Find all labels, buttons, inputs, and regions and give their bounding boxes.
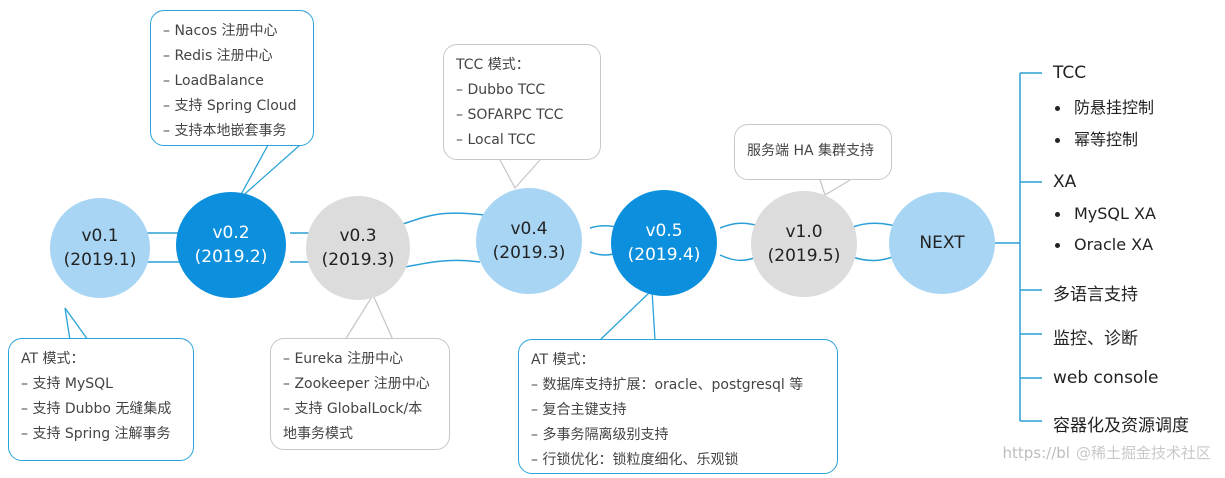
pointer-v05 bbox=[599, 288, 656, 341]
node-v0-2-version: v0.2 bbox=[212, 223, 250, 243]
callout-v0-1-line: – 支持 Spring 注解事务 bbox=[21, 426, 171, 442]
next-xa-item: MySQL XA bbox=[1055, 204, 1156, 223]
next-list-bracket bbox=[1019, 72, 1042, 422]
callout-v0-1: AT 模式： – 支持 MySQL – 支持 Dubbo 无缝集成 – 支持 S… bbox=[8, 338, 194, 461]
pointer-v01 bbox=[64, 307, 89, 341]
callout-v0-3-line: – Eureka 注册中心 bbox=[283, 351, 404, 367]
watermark: https://bl @稀土掘金技术社区 bbox=[1003, 442, 1211, 463]
node-v0-4-date: (2019.3) bbox=[492, 243, 566, 263]
node-v0-3-date: (2019.3) bbox=[321, 250, 395, 270]
node-v1-0-date: (2019.5) bbox=[767, 246, 841, 266]
callout-v0-5-line: – 数据库支持扩展：oracle、postgresql 等 bbox=[531, 377, 804, 393]
node-v0-3: v0.3 (2019.3) bbox=[306, 196, 410, 300]
connector-v03-v04-bottom bbox=[399, 259, 481, 269]
node-v0-4-version: v0.4 bbox=[510, 219, 548, 239]
next-tcc-item-label: 幂等控制 bbox=[1074, 130, 1139, 149]
node-v0-1: v0.1 (2019.1) bbox=[50, 198, 150, 298]
next-web-console: web console bbox=[1053, 368, 1159, 388]
callout-v0-5-line: – 复合主键支持 bbox=[531, 402, 627, 418]
callout-v0-4-line: TCC 模式： bbox=[456, 57, 530, 73]
node-next: NEXT bbox=[889, 192, 995, 294]
next-tcc-item: 幂等控制 bbox=[1055, 126, 1138, 150]
next-monitoring: 监控、诊断 bbox=[1053, 329, 1138, 349]
callout-v0-1-line: AT 模式： bbox=[21, 351, 85, 367]
next-tcc-item: 防悬挂控制 bbox=[1055, 94, 1154, 118]
callout-v0-5-line: – 行锁优化：锁粒度细化、乐观锁 bbox=[531, 452, 739, 468]
pointer-v02 bbox=[237, 144, 301, 201]
callout-v0-2: – Nacos 注册中心 – Redis 注册中心 – LoadBalance … bbox=[150, 10, 314, 146]
node-v1-0: v1.0 (2019.5) bbox=[751, 191, 857, 297]
callout-v0-5-line: – 多事务隔离级别支持 bbox=[531, 427, 669, 443]
watermark-brand: @稀土掘金技术社区 bbox=[1075, 444, 1211, 462]
pointer-v03 bbox=[344, 293, 394, 341]
next-multi-language: 多语言支持 bbox=[1053, 285, 1138, 305]
node-v0-2: v0.2 (2019.2) bbox=[176, 192, 286, 298]
bullet-icon bbox=[1055, 243, 1060, 248]
node-v0-5-date: (2019.4) bbox=[627, 245, 701, 265]
node-v0-4: v0.4 (2019.3) bbox=[476, 188, 582, 294]
callout-v0-4-line: – Dubbo TCC bbox=[456, 82, 546, 98]
callout-v0-5: AT 模式： – 数据库支持扩展：oracle、postgresql 等 – 复… bbox=[518, 339, 838, 474]
callout-v0-4-line: – Local TCC bbox=[456, 132, 536, 148]
callout-v0-3-line: – 支持 GlobalLock/本 bbox=[283, 401, 423, 417]
next-tcc-item-label: 防悬挂控制 bbox=[1074, 98, 1155, 117]
callout-v1-0: 服务端 HA 集群支持 bbox=[734, 124, 892, 180]
next-containerization: 容器化及资源调度 bbox=[1053, 416, 1189, 436]
connector-v10-next-top bbox=[849, 222, 896, 229]
next-xa-item-label: MySQL XA bbox=[1074, 204, 1156, 223]
node-v0-2-date: (2019.2) bbox=[194, 247, 268, 267]
next-xa-item-label: Oracle XA bbox=[1074, 235, 1154, 254]
connector-v03-v04-top bbox=[399, 212, 486, 226]
callout-v1-0-line: 服务端 HA 集群支持 bbox=[747, 143, 875, 159]
bullet-icon bbox=[1055, 212, 1060, 217]
watermark-url: https://bl bbox=[1002, 444, 1070, 462]
callout-v0-2-line: – 支持 Spring Cloud bbox=[163, 98, 297, 114]
callout-v0-2-line: – LoadBalance bbox=[163, 73, 264, 89]
callout-v0-1-line: – 支持 MySQL bbox=[21, 376, 113, 392]
callout-v0-1-line: – 支持 Dubbo 无缝集成 bbox=[21, 401, 172, 417]
connector-v10-next-bottom bbox=[849, 255, 896, 262]
next-xa-heading: XA bbox=[1053, 172, 1077, 192]
pointer-v04 bbox=[499, 159, 541, 190]
callout-v0-2-line: – Nacos 注册中心 bbox=[163, 23, 278, 39]
next-tcc-heading: TCC bbox=[1053, 63, 1087, 83]
bullet-icon bbox=[1055, 138, 1060, 143]
next-xa-item: Oracle XA bbox=[1055, 235, 1153, 254]
callout-v0-3-line: 地事务模式 bbox=[283, 426, 353, 442]
node-next-label: NEXT bbox=[919, 233, 965, 253]
callout-v0-5-line: AT 模式： bbox=[531, 352, 595, 368]
node-v1-0-version: v1.0 bbox=[785, 222, 823, 242]
callout-v0-4-line: – SOFARPC TCC bbox=[456, 107, 564, 123]
node-v0-1-date: (2019.1) bbox=[63, 250, 137, 270]
callout-v0-3: – Eureka 注册中心 – Zookeeper 注册中心 – 支持 Glob… bbox=[270, 338, 450, 450]
node-v0-5: v0.5 (2019.4) bbox=[611, 190, 717, 296]
callout-v0-4: TCC 模式： – Dubbo TCC – SOFARPC TCC – Loca… bbox=[443, 44, 601, 160]
pointer-v10 bbox=[819, 179, 851, 196]
node-v0-3-version: v0.3 bbox=[339, 226, 377, 246]
callout-v0-2-line: – Redis 注册中心 bbox=[163, 48, 273, 64]
node-v0-5-version: v0.5 bbox=[645, 221, 683, 241]
callout-v0-2-line: – 支持本地嵌套事务 bbox=[163, 123, 287, 139]
bullet-icon bbox=[1055, 106, 1060, 111]
callout-v0-3-line: – Zookeeper 注册中心 bbox=[283, 376, 430, 392]
node-v0-1-version: v0.1 bbox=[81, 226, 119, 246]
